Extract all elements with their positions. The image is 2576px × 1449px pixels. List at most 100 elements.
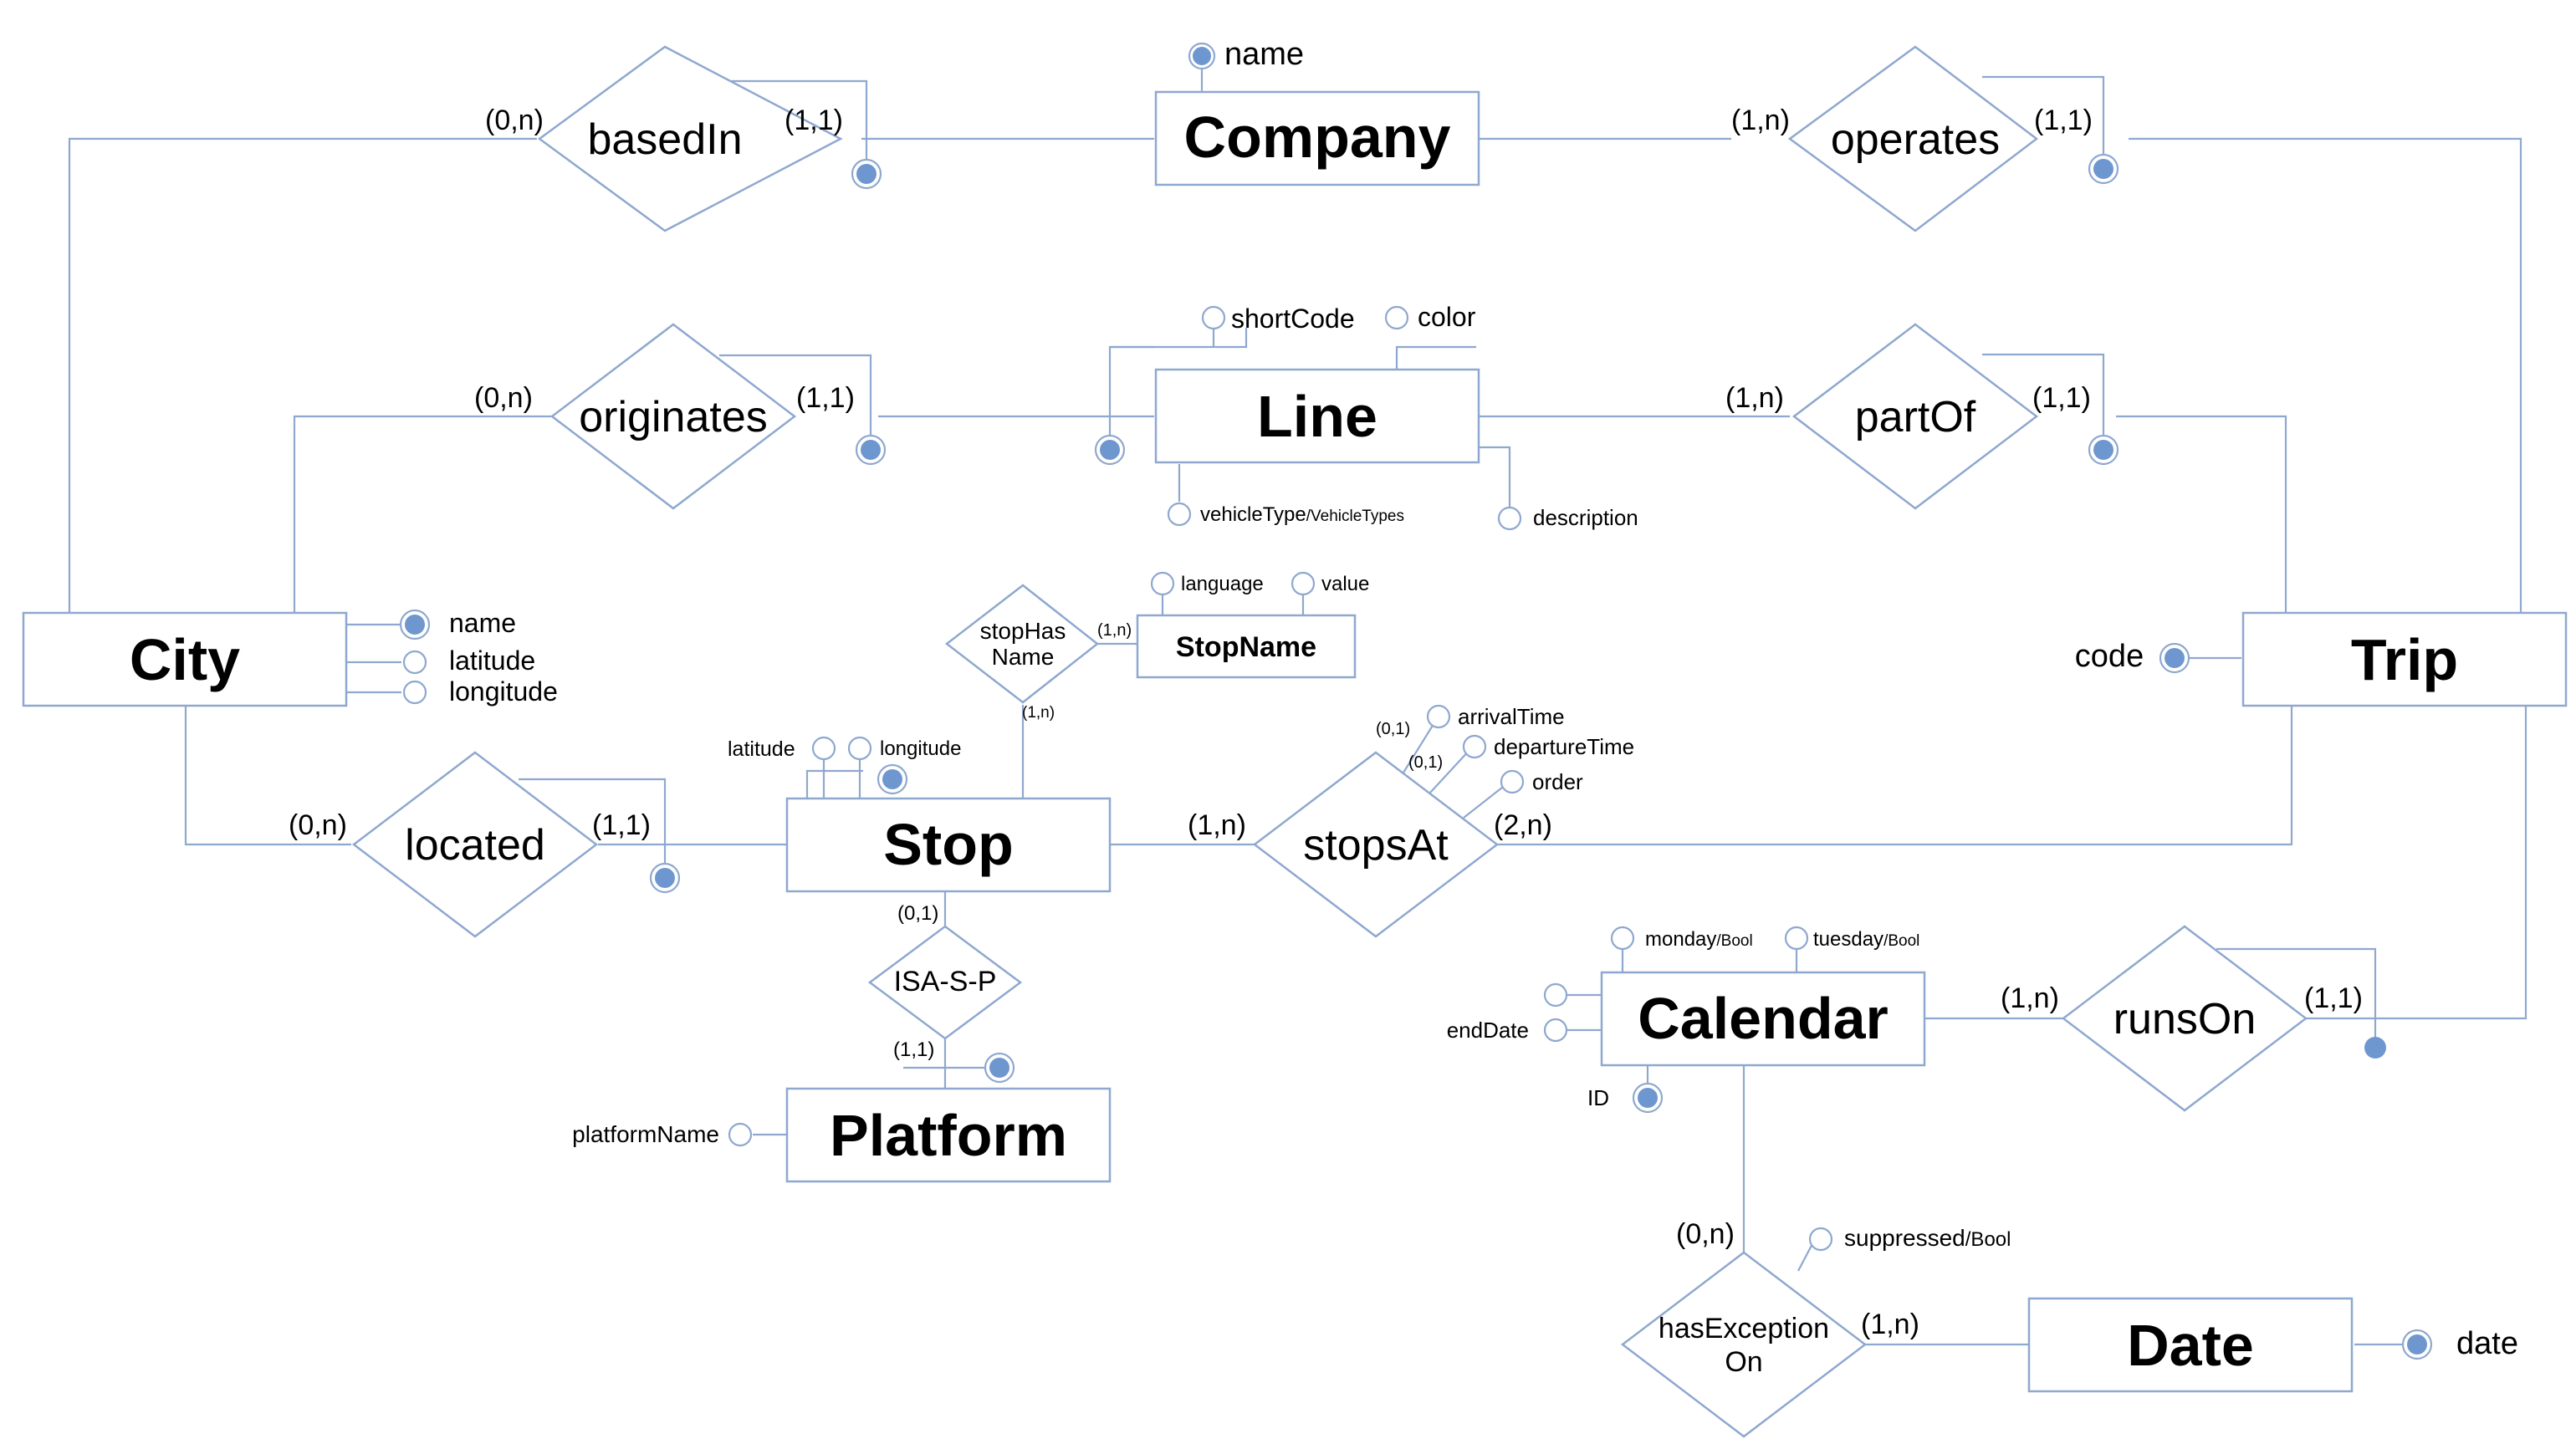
- attr-calendar-startdate: [1543, 982, 1568, 1008]
- entity-calendar-label: Calendar: [1638, 986, 1889, 1051]
- attr-line-vehicletype-label: vehicleType/VehicleTypes: [1200, 503, 1404, 526]
- attr-departuretime-label: departureTime: [1494, 734, 1634, 759]
- attr-platform-name-label: platformName: [572, 1121, 719, 1147]
- attr-calendar-enddate-label: endDate: [1447, 1018, 1529, 1043]
- relationship-hasexceptionon: hasException On: [1620, 1251, 1868, 1438]
- attr-arrivaltime: arrivalTime: [1426, 704, 1565, 729]
- card-operates-trip: (1,1): [2034, 105, 2093, 136]
- attr-stopname-language: language: [1150, 571, 1264, 596]
- attr-line-description: description: [1497, 505, 1638, 531]
- attr-line-shortcode-label: shortCode: [1231, 304, 1355, 334]
- card-stopsat-trip: (2,n): [1494, 809, 1552, 841]
- card-arrival-time: (0,1): [1376, 720, 1410, 738]
- key-attribute-icon: [1638, 1088, 1658, 1108]
- attr-stop-longitude: longitude: [847, 736, 961, 761]
- relationship-isa-label: ISA-S-P: [894, 966, 997, 997]
- entity-trip-label: Trip: [2351, 627, 2458, 692]
- entity-date: Date: [2027, 1297, 2354, 1393]
- key-attribute-icon: [861, 440, 881, 460]
- relationship-stophasname-label-line2: Name: [992, 644, 1055, 670]
- relationship-basedin-label: basedIn: [587, 115, 742, 164]
- attr-stop-longitude-label: longitude: [880, 737, 961, 760]
- card-exception-calendar: (0,n): [1676, 1218, 1735, 1250]
- key-attribute-icon: [1193, 47, 1211, 65]
- key-attribute-icon: [405, 615, 425, 635]
- attr-departuretime: departureTime: [1462, 734, 1634, 759]
- entity-company: Company: [1154, 90, 1480, 186]
- attr-trip-code-label: code: [2075, 639, 2144, 674]
- attr-order-label: order: [1532, 769, 1583, 794]
- attr-platform-name: platformName: [572, 1121, 753, 1147]
- card-runson-trip: (1,1): [2304, 982, 2363, 1014]
- key-attribute-icon: [989, 1058, 1009, 1078]
- card-departure-time: (0,1): [1408, 753, 1443, 772]
- relationship-runson: runsOn: [2061, 925, 2308, 1112]
- key-operates: [2088, 153, 2119, 185]
- relationship-stophasname-label-line1: stopHas: [980, 618, 1066, 644]
- card-stopsat-stop: (1,n): [1188, 809, 1246, 841]
- attr-suppressed: suppressed/Bool: [1808, 1225, 2011, 1252]
- card-originates-city: (0,n): [474, 382, 533, 414]
- attr-date-date-label: date: [2456, 1326, 2518, 1361]
- attr-stopname-value: value: [1291, 571, 1369, 596]
- entity-city: City: [22, 611, 348, 707]
- relationship-hasexceptionon-label-line1: hasException: [1659, 1313, 1829, 1344]
- key-located: [649, 862, 681, 894]
- entity-stopname: StopName: [1136, 614, 1357, 679]
- key-attribute-icon: [2165, 648, 2185, 668]
- relationship-operates-label: operates: [1831, 115, 2000, 164]
- entity-platform: Platform: [785, 1087, 1112, 1183]
- entity-stop-label: Stop: [883, 812, 1014, 877]
- card-exception-date: (1,n): [1861, 1309, 1919, 1340]
- relationship-partof: partOf: [1791, 323, 2039, 510]
- key-attribute-icon: [2093, 159, 2113, 179]
- attr-calendar-id: ID: [1587, 1082, 1664, 1114]
- relationship-originates: originates: [549, 323, 797, 510]
- entity-date-label: Date: [2127, 1313, 2254, 1378]
- entity-line-label: Line: [1257, 384, 1377, 449]
- attr-calendar-monday-label: monday/Bool: [1645, 928, 1753, 951]
- relationship-located-label: located: [405, 821, 545, 870]
- attr-suppressed-label: suppressed/Bool: [1844, 1225, 2011, 1251]
- card-basedin-company: (1,1): [785, 105, 843, 136]
- attr-line-vehicletype: vehicleType/VehicleTypes: [1167, 502, 1404, 527]
- attr-calendar-id-label: ID: [1587, 1085, 1609, 1110]
- relationship-basedin: basedIn: [537, 45, 843, 232]
- key-attribute-icon: [2093, 440, 2113, 460]
- attr-company-name: name: [1188, 37, 1304, 92]
- attr-calendar-tuesday: tuesday/Bool: [1784, 926, 1919, 951]
- entity-trip: Trip: [2241, 611, 2568, 707]
- relationship-stophasname: stopHas Name: [944, 584, 1100, 704]
- entity-platform-label: Platform: [830, 1103, 1067, 1168]
- key-partof: [2088, 434, 2119, 466]
- attr-stopname-language-label: language: [1181, 573, 1264, 595]
- attr-arrivaltime-label: arrivalTime: [1458, 704, 1565, 729]
- key-attribute-icon: [2364, 1037, 2386, 1059]
- attr-order: order: [1500, 769, 1583, 794]
- entity-city-label: City: [130, 627, 240, 692]
- relationship-hasexceptionon-label-line2: On: [1725, 1346, 1762, 1378]
- entity-line: Line: [1154, 368, 1480, 464]
- attr-line-shortcode: shortCode: [1201, 304, 1355, 334]
- attr-city-latitude-label: latitude: [449, 645, 535, 676]
- attr-city-longitude: longitude: [402, 676, 558, 707]
- relationship-partof-label: partOf: [1855, 393, 1976, 441]
- key-originates: [855, 434, 887, 466]
- card-operates-company: (1,n): [1731, 105, 1790, 136]
- attr-stopname-value-label: value: [1321, 573, 1369, 595]
- card-isa-platform: (1,1): [893, 1038, 934, 1061]
- cardinalities: (0,n) (1,1) (1,n) (1,1) (0,n) (1,1) (1,n…: [289, 105, 2363, 1340]
- relationship-stopsat: stopsAt: [1252, 751, 1500, 938]
- card-stophasname-stop: (1,n): [1022, 704, 1055, 722]
- entity-stopname-label: StopName: [1176, 631, 1316, 663]
- connector-lines: [68, 75, 2527, 1346]
- attr-calendar-monday: monday/Bool: [1610, 926, 1753, 951]
- attr-city-name-label: name: [449, 608, 516, 638]
- relationship-isa: ISA-S-P: [867, 925, 1023, 1040]
- relationship-originates-label: originates: [579, 393, 767, 441]
- key-basedin: [851, 158, 882, 190]
- key-attribute-icon: [882, 769, 902, 789]
- attr-line-description-label: description: [1533, 505, 1638, 530]
- attr-city-name: name: [399, 608, 516, 640]
